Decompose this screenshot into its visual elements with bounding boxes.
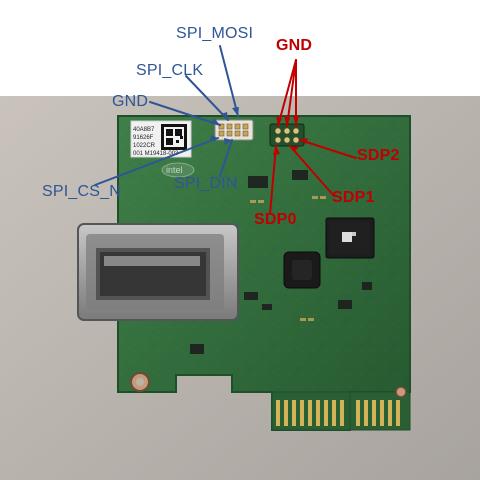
label-sdp2: SDP2 (357, 147, 400, 164)
arrow-gnd-left (149, 101, 221, 126)
label-sdp0: SDP0 (254, 211, 297, 228)
sticker-text-2: 91626F (133, 135, 154, 141)
label-gnd-left: GND (112, 93, 149, 110)
label-spi-cs-n: SPI_CS_N (42, 183, 121, 200)
intel-logo (161, 162, 195, 178)
sticker-text-4: 001 M19418-003 (133, 151, 179, 157)
label-spi-din: SPI_DIN (174, 175, 238, 192)
spi-header (214, 119, 254, 141)
arrow-sdp1 (289, 145, 335, 197)
label-spi-mosi: SPI_MOSI (176, 25, 254, 42)
sticker-text-1: 40A8B7 (133, 127, 155, 133)
arrow-sdp0 (269, 145, 277, 215)
label-sdp1: SDP1 (332, 189, 375, 206)
sticker-text-3: 1022CR (133, 143, 156, 149)
arrow-spi-din (219, 139, 233, 177)
arrow-gnd-right-1 (277, 59, 297, 127)
label-gnd-right: GND (276, 37, 313, 54)
arrow-spi-mosi (219, 45, 239, 117)
arrow-spi-clk (185, 75, 229, 121)
label-spi-clk: SPI_CLK (136, 62, 204, 79)
intel-logo-text: intel (166, 165, 183, 175)
arrow-gnd-right-2 (286, 59, 297, 127)
arrow-spi-cs (94, 137, 219, 186)
arrow-sdp2 (299, 139, 357, 159)
mounting-hole-right (395, 386, 407, 398)
